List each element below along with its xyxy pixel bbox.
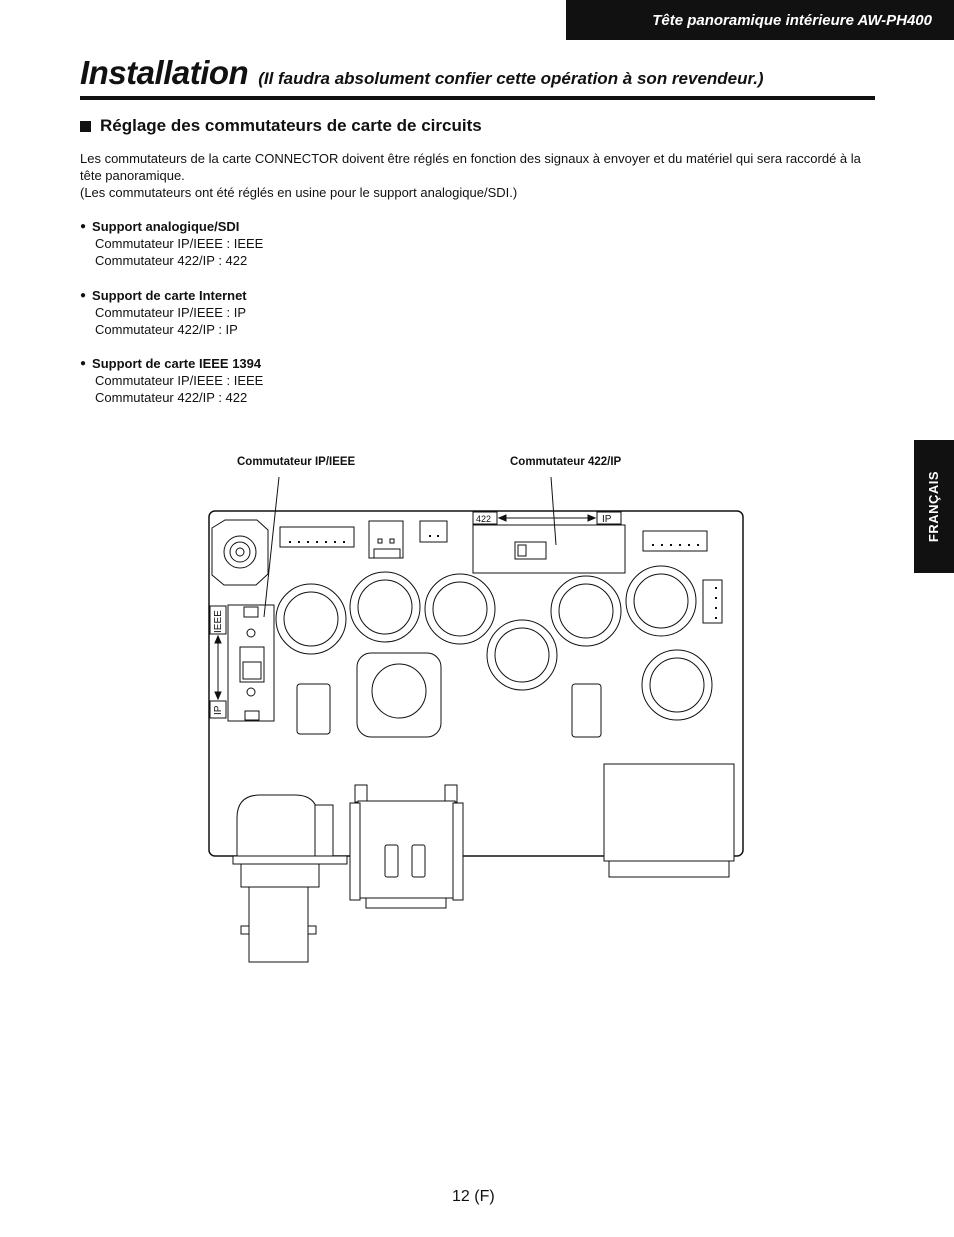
bottom-center-connector <box>357 800 456 899</box>
title-subtitle: (Il faudra absolument confier cette opér… <box>258 69 764 88</box>
page-number: 12 (F) <box>452 1188 495 1205</box>
capacitor-1 <box>275 583 347 655</box>
capacitor-6 <box>486 619 558 691</box>
small-component-1 <box>296 683 331 735</box>
support-title: Support de carte IEEE 1394 <box>92 356 262 371</box>
board-text-ieee: IEEE <box>213 610 224 633</box>
bullet-dot-icon: ● <box>80 221 87 232</box>
capacitor-2 <box>349 571 421 643</box>
page-title: Installation (Il faudra absolument confi… <box>80 54 875 100</box>
small-component-2 <box>571 683 602 738</box>
vertical-header <box>702 579 723 624</box>
support-line: Commutateur 422/IP : 422 <box>95 390 248 405</box>
section-heading-text: Réglage des commutateurs de carte de cir… <box>100 116 482 135</box>
support-analog-sdi: ● Support analogique/SDI Commutateur IP/… <box>80 218 263 269</box>
support-line: Commutateur 422/IP : 422 <box>95 253 248 268</box>
board-text-ip-top: IP <box>602 514 612 525</box>
support-line: Commutateur IP/IEEE : IEEE <box>95 373 264 388</box>
capacitor-5 <box>625 565 697 637</box>
section-heading: Réglage des commutateurs de carte de cir… <box>80 116 482 136</box>
square-component <box>356 652 442 738</box>
hex-connector <box>211 519 269 586</box>
switch-422-ip-block <box>472 524 626 574</box>
label-ip-ieee-switch: Commutateur IP/IEEE <box>237 456 356 468</box>
switch-ip-ieee-block <box>227 604 275 722</box>
header-title: Tête panoramique intérieure AW-PH400 <box>652 11 932 29</box>
board-text-422: 422 <box>476 514 491 524</box>
bullet-dot-icon: ● <box>80 290 87 301</box>
label-422-ip-switch: Commutateur 422/IP <box>510 456 622 468</box>
support-line: Commutateur IP/IEEE : IEEE <box>95 236 264 251</box>
bnc-connector <box>236 794 319 861</box>
circuit-board-diagram: 422 IP IEEE IP <box>208 476 744 963</box>
support-line: Commutateur 422/IP : IP <box>95 322 238 337</box>
board-outline <box>208 510 744 857</box>
support-title: Support de carte Internet <box>92 288 247 303</box>
language-tab-label: FRANÇAIS <box>926 470 942 543</box>
capacitor-3 <box>424 573 496 645</box>
capacitor-4 <box>550 575 622 647</box>
intro-paragraph: Les commutateurs de la carte CONNECTOR d… <box>80 150 870 201</box>
switch-422-ip <box>514 541 547 560</box>
support-ieee1394-card: ● Support de carte IEEE 1394 Commutateur… <box>80 355 263 406</box>
pin-header-2 <box>642 530 708 552</box>
switch-ip-ieee <box>239 646 265 683</box>
board-text-ip-side: IP <box>213 705 224 715</box>
bottom-right-connector <box>603 763 735 862</box>
support-title: Support analogique/SDI <box>92 219 240 234</box>
capacitor-7 <box>641 649 713 721</box>
pin-header-1 <box>279 526 355 548</box>
intro-line-2: (Les commutateurs ont été réglés en usin… <box>80 185 518 200</box>
title-main: Installation <box>80 54 249 91</box>
bullet-dot-icon: ● <box>80 358 87 369</box>
intro-line-1: Les commutateurs de la carte CONNECTOR d… <box>80 151 861 183</box>
support-internet-card: ● Support de carte Internet Commutateur … <box>80 287 247 338</box>
language-tab: FRANÇAIS <box>914 440 954 573</box>
header-bar: Tête panoramique intérieure AW-PH400 <box>566 0 954 40</box>
black-square-icon <box>80 120 91 132</box>
jumper-block <box>419 520 448 543</box>
leader-line-ip-ieee <box>263 476 280 618</box>
support-line: Commutateur IP/IEEE : IP <box>95 305 246 320</box>
